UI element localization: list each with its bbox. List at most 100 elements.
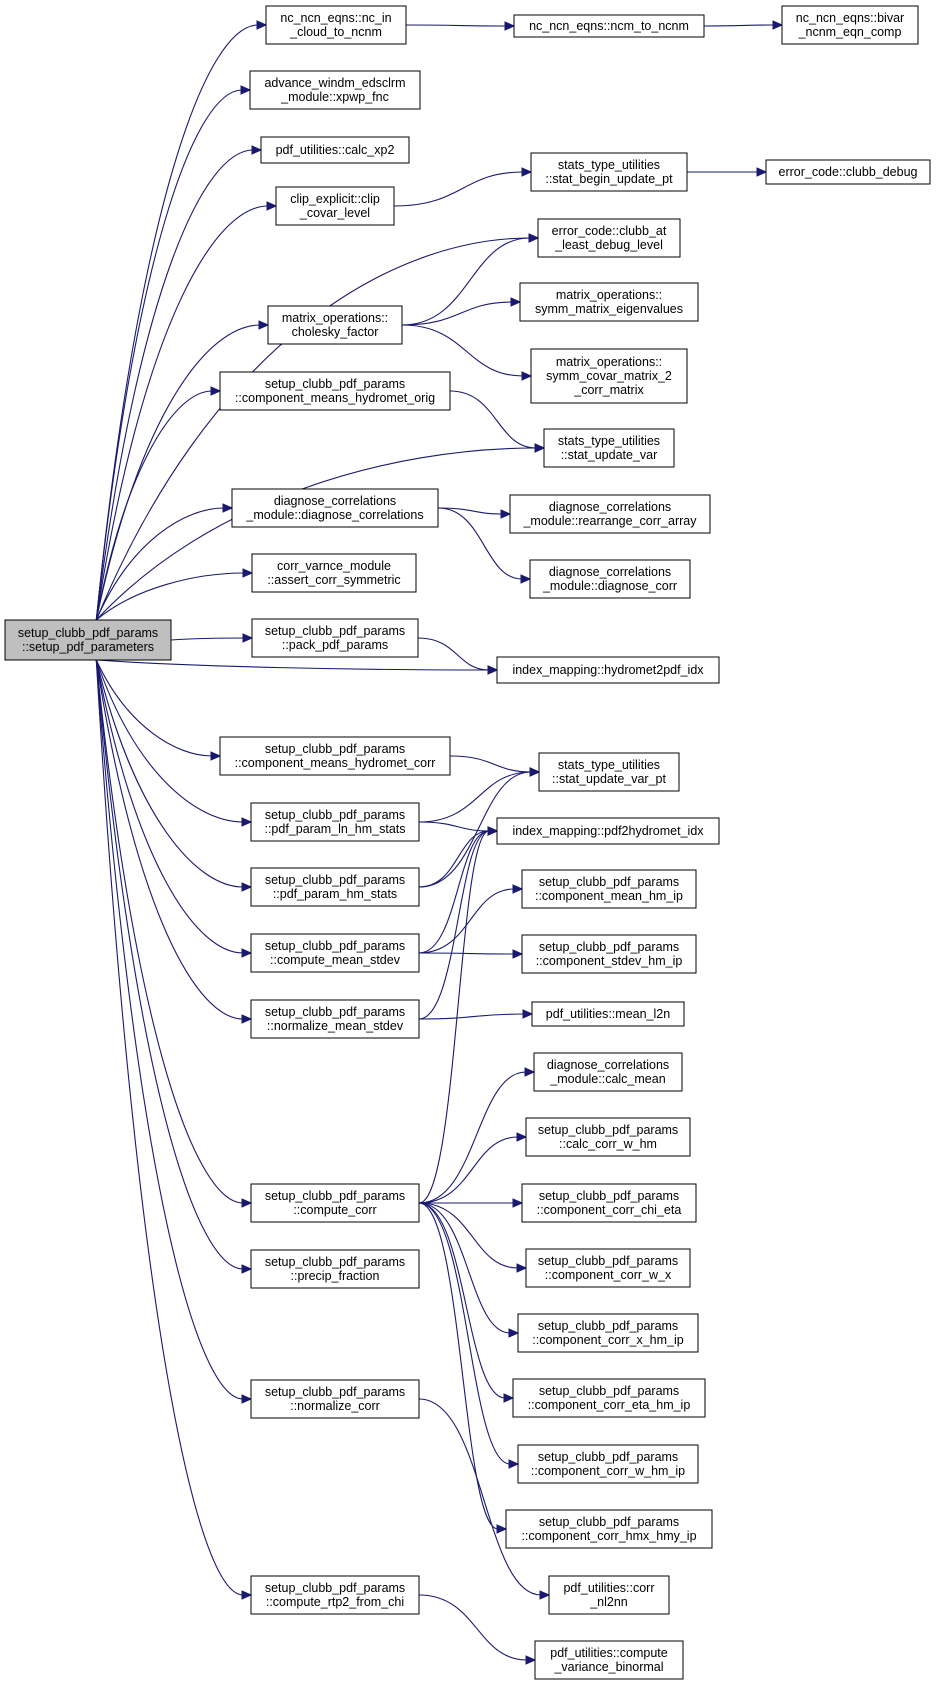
- node-bivar[interactable]: nc_ncn_eqns::bivar_ncnm_eqn_comp: [781, 5, 919, 45]
- node-label-compute_corr-0: setup_clubb_pdf_params: [265, 1189, 405, 1203]
- node-box-calc_mean: [533, 1052, 683, 1092]
- node-corr_eta_hm[interactable]: setup_clubb_pdf_params::component_corr_e…: [512, 1378, 706, 1418]
- edge-normalize_corr-to-corr_nl2nn: [418, 1398, 542, 1596]
- node-comp_stdev_hm[interactable]: setup_clubb_pdf_params::component_stdev_…: [521, 934, 697, 974]
- edge-root-to-hydromet2pdf: [96, 659, 490, 671]
- edge-root-to-ln_hm_stats: [95, 659, 244, 823]
- node-corr_nl2nn[interactable]: pdf_utilities::corr_nl2nn: [548, 1575, 670, 1615]
- arrowhead-hm_stats-to-stat_update_var_pt: [529, 767, 541, 777]
- node-assert_corr[interactable]: corr_varnce_module::assert_corr_symmetri…: [251, 553, 417, 593]
- node-normalize_corr[interactable]: setup_clubb_pdf_params::normalize_corr: [250, 1379, 420, 1419]
- node-stat_begin[interactable]: stats_type_utilities::stat_begin_update_…: [530, 152, 688, 192]
- node-mean_l2n[interactable]: pdf_utilities::mean_l2n: [531, 1001, 685, 1027]
- node-clip_covar[interactable]: clip_explicit::clip_covar_level: [275, 186, 395, 226]
- arrowhead-cholesky-to-symm_eig: [510, 297, 522, 307]
- node-calc_xp2[interactable]: pdf_utilities::calc_xp2: [260, 136, 410, 164]
- node-box-comp_means_orig: [219, 371, 451, 411]
- node-label-diag_corr-0: diagnose_correlations: [274, 494, 396, 508]
- edge-cholesky-to-symm_covar: [401, 324, 524, 377]
- arrowhead-root-to-normalize_corr: [241, 1394, 253, 1404]
- edge-compute_corr-to-pdf2hydromet: [418, 830, 490, 1204]
- edge-root-to-precip_fraction: [95, 659, 244, 1270]
- node-label-precip_fraction-0: setup_clubb_pdf_params: [265, 1255, 405, 1269]
- node-label-compute_rtp2-0: setup_clubb_pdf_params: [265, 1581, 405, 1595]
- node-ncm_to_ncnm[interactable]: nc_ncn_eqns::ncm_to_ncnm: [513, 14, 705, 38]
- node-variance_binormal[interactable]: pdf_utilities::compute_variance_binormal: [534, 1640, 684, 1680]
- node-symm_eig[interactable]: matrix_operations::symm_matrix_eigenvalu…: [519, 282, 699, 322]
- node-label-corr_x_hm-1: ::component_corr_x_hm_ip: [532, 1333, 684, 1347]
- node-label-stat_update_var-0: stats_type_utilities: [558, 434, 660, 448]
- node-corr_chi_eta[interactable]: setup_clubb_pdf_params::component_corr_c…: [521, 1183, 697, 1223]
- node-diag_corr_fn[interactable]: diagnose_correlations_module::diagnose_c…: [529, 559, 691, 599]
- arrowhead-compute_corr-to-calc_corr_w_hm: [516, 1132, 528, 1142]
- node-comp_means_orig[interactable]: setup_clubb_pdf_params::component_means_…: [219, 371, 451, 411]
- node-comp_means_corr[interactable]: setup_clubb_pdf_params::component_means_…: [219, 736, 451, 776]
- node-label-stat_update_var_pt-1: ::stat_update_var_pt: [552, 772, 666, 786]
- node-box-calc_xp2: [260, 136, 410, 164]
- edge-ncm_to_ncnm-to-bivar: [703, 24, 775, 27]
- node-precip_fraction[interactable]: setup_clubb_pdf_params::precip_fraction: [250, 1249, 420, 1289]
- node-label-calc_mean-0: diagnose_correlations: [547, 1058, 669, 1072]
- arrowhead-root-to-cholesky: [258, 320, 270, 330]
- node-rearrange[interactable]: diagnose_correlations_module::rearrange_…: [509, 494, 711, 534]
- node-label-pack_pdf-0: setup_clubb_pdf_params: [265, 624, 405, 638]
- arrowhead-normalize_mean-to-mean_l2n: [522, 1009, 534, 1019]
- node-compute_corr[interactable]: setup_clubb_pdf_params::compute_corr: [250, 1183, 420, 1223]
- node-label-calc_corr_w_hm-1: ::calc_corr_w_hm: [559, 1137, 657, 1151]
- node-corr_w_x[interactable]: setup_clubb_pdf_params::component_corr_w…: [525, 1248, 691, 1288]
- edge-root-to-normalize_mean: [95, 659, 244, 1020]
- node-corr_x_hm[interactable]: setup_clubb_pdf_params::component_corr_x…: [517, 1313, 699, 1353]
- node-calc_mean[interactable]: diagnose_correlations_module::calc_mean: [533, 1052, 683, 1092]
- node-normalize_mean[interactable]: setup_clubb_pdf_params::normalize_mean_s…: [250, 999, 420, 1039]
- edge-ln_hm_stats-to-stat_update_var_pt: [418, 771, 532, 823]
- node-diag_corr[interactable]: diagnose_correlations_module::diagnose_c…: [231, 488, 439, 528]
- node-nc_in_cloud[interactable]: nc_ncn_eqns::nc_in_cloud_to_ncnm: [265, 5, 407, 45]
- node-comp_mean_hm[interactable]: setup_clubb_pdf_params::component_mean_h…: [521, 869, 697, 909]
- node-root[interactable]: setup_clubb_pdf_params::setup_pdf_parame…: [4, 619, 172, 661]
- node-clubb_debug[interactable]: error_code::clubb_debug: [765, 159, 931, 185]
- arrowhead-root-to-ln_hm_stats: [241, 817, 253, 827]
- node-calc_corr_w_hm[interactable]: setup_clubb_pdf_params::calc_corr_w_hm: [525, 1117, 691, 1157]
- node-label-xpwp-0: advance_windm_edsclrm: [264, 76, 405, 90]
- node-pack_pdf[interactable]: setup_clubb_pdf_params::pack_pdf_params: [251, 618, 419, 658]
- node-hydromet2pdf[interactable]: index_mapping::hydromet2pdf_idx: [496, 656, 720, 684]
- edge-compute_mean_stdev-to-comp_mean_hm: [418, 888, 515, 954]
- edge-compute_corr-to-calc_mean: [418, 1071, 527, 1204]
- arrowhead-root-to-assert_corr: [242, 568, 254, 578]
- node-label-compute_rtp2-1: ::compute_rtp2_from_chi: [266, 1595, 404, 1609]
- node-box-ln_hm_stats: [250, 802, 420, 842]
- node-stat_update_var_pt[interactable]: stats_type_utilities::stat_update_var_pt: [538, 752, 680, 792]
- arrowhead-ncm_to_ncnm-to-bivar: [772, 20, 784, 30]
- node-symm_covar[interactable]: matrix_operations::symm_covar_matrix_2_c…: [530, 348, 688, 404]
- node-box-precip_fraction: [250, 1249, 420, 1289]
- arrowhead-nc_in_cloud-to-ncm_to_ncnm: [504, 21, 516, 31]
- node-label-assert_corr-0: corr_varnce_module: [277, 559, 391, 573]
- node-label-root-0: setup_clubb_pdf_params: [18, 626, 158, 640]
- node-label-compute_corr-1: ::compute_corr: [293, 1203, 376, 1217]
- arrowhead-compute_corr-to-corr_w_hm: [508, 1459, 520, 1469]
- edge-root-to-diag_corr: [95, 507, 225, 621]
- node-label-comp_mean_hm-1: ::component_mean_hm_ip: [535, 889, 683, 903]
- node-xpwp[interactable]: advance_windm_edsclrm_module::xpwp_fnc: [249, 70, 421, 110]
- node-corr_hmx_hmy[interactable]: setup_clubb_pdf_params::component_corr_h…: [505, 1509, 713, 1549]
- node-compute_rtp2[interactable]: setup_clubb_pdf_params::compute_rtp2_fro…: [250, 1575, 420, 1615]
- node-pdf2hydromet[interactable]: index_mapping::pdf2hydromet_idx: [496, 817, 720, 845]
- node-label-calc_xp2-0: pdf_utilities::calc_xp2: [276, 143, 395, 157]
- edge-ln_hm_stats-to-pdf2hydromet: [418, 821, 490, 832]
- edge-compute_rtp2-to-variance_binormal: [418, 1594, 528, 1661]
- node-box-rearrange: [509, 494, 711, 534]
- node-hm_stats[interactable]: setup_clubb_pdf_params::pdf_param_hm_sta…: [250, 867, 420, 907]
- node-stat_update_var[interactable]: stats_type_utilities::stat_update_var: [543, 428, 675, 468]
- arrowhead-compute_corr-to-corr_chi_eta: [512, 1198, 524, 1208]
- arrowhead-compute_mean_stdev-to-comp_mean_hm: [512, 884, 524, 894]
- arrowhead-root-to-calc_xp2: [251, 145, 263, 155]
- node-cholesky[interactable]: matrix_operations::cholesky_factor: [267, 305, 403, 345]
- node-box-nc_in_cloud: [265, 5, 407, 45]
- node-clubb_at_least[interactable]: error_code::clubb_at_least_debug_level: [537, 218, 681, 258]
- node-ln_hm_stats[interactable]: setup_clubb_pdf_params::pdf_param_ln_hm_…: [250, 802, 420, 842]
- arrowhead-root-to-pack_pdf: [242, 633, 254, 643]
- edge-root-to-comp_means_corr: [95, 659, 213, 757]
- node-compute_mean_stdev[interactable]: setup_clubb_pdf_params::compute_mean_std…: [250, 933, 420, 973]
- edge-cholesky-to-clubb_at_least: [401, 237, 531, 326]
- node-corr_w_hm[interactable]: setup_clubb_pdf_params::component_corr_w…: [517, 1444, 699, 1484]
